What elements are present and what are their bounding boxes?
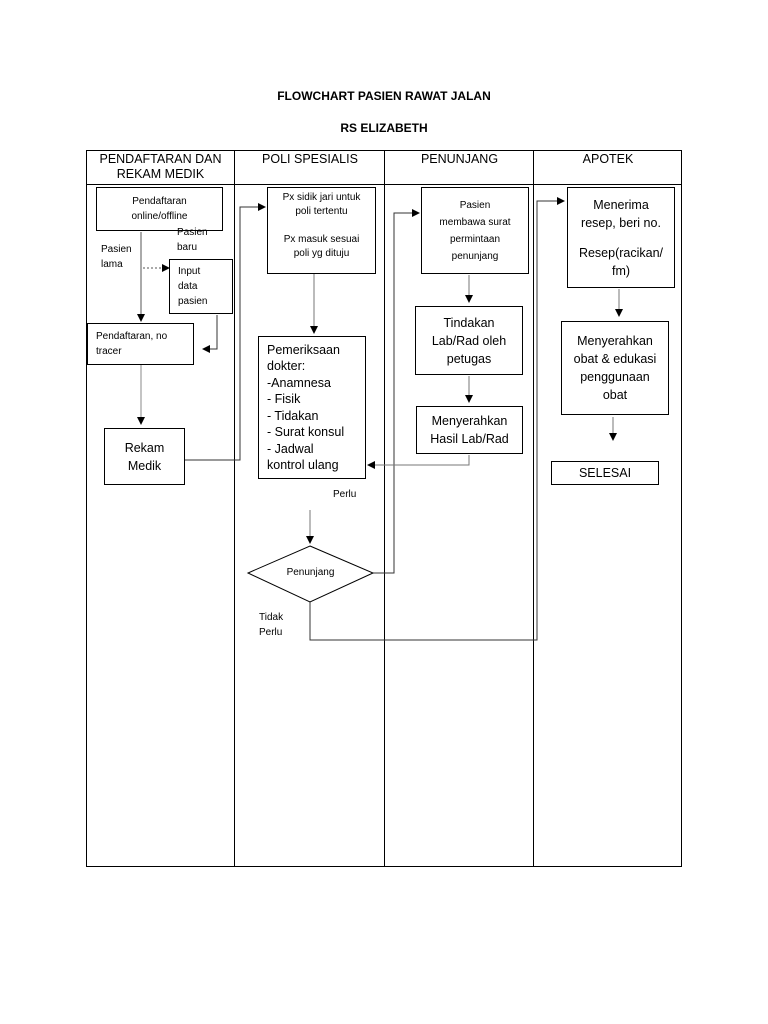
node-menerima-resep: Menerima resep, beri no. Resep(racikan/ …: [567, 187, 675, 288]
lane-header-line: POLI SPESIALIS: [262, 152, 358, 166]
lane-header-line: APOTEK: [582, 152, 634, 166]
label-text: Pasien: [177, 227, 208, 238]
lane-header-line: PENUNJANG: [420, 152, 499, 166]
node-text: tracer: [96, 346, 122, 357]
node-text: kontrol ulang: [267, 458, 339, 472]
arrow-tidak-perlu-to-apotek: [309, 197, 565, 641]
page-subtitle: RS ELIZABETH: [340, 121, 428, 135]
node-text: Menyerahkan: [577, 334, 653, 348]
node-text: permintaan: [449, 233, 501, 245]
node-menyerahkan-hasil: Menyerahkan Hasil Lab/Rad: [416, 406, 523, 454]
node-text: petugas: [446, 351, 492, 366]
node-text: Pemeriksaan: [267, 342, 340, 357]
node-text: Pendaftaran, no: [96, 331, 168, 342]
node-text: membawa surat: [439, 216, 511, 228]
node-text: Px sidik jari untuk: [282, 192, 361, 203]
arrow-decision-to-penunjang: [373, 209, 420, 574]
node-text: Pendaftaran: [132, 196, 187, 207]
lane-header-poli: POLI SPESIALIS: [235, 150, 385, 184]
node-text: Px masuk sesuai: [283, 234, 360, 245]
node-text: dokter:: [267, 359, 306, 373]
node-text: -Anamnesa: [267, 375, 331, 390]
node-selesai: SELESAI: [551, 461, 659, 485]
label-tidak-perlu: Tidak Perlu: [259, 610, 283, 640]
node-text: obat: [602, 388, 628, 402]
label-pasien-lama: Pasien lama: [101, 242, 132, 272]
decision-label-penunjang: Penunjang: [286, 567, 335, 578]
node-text: - Jadwal: [267, 441, 314, 456]
node-pasien-membawa: Pasien membawa surat permintaan penunjan…: [421, 187, 529, 274]
lane-header-apotek: APOTEK: [534, 150, 682, 184]
node-text: - Surat konsul: [267, 425, 345, 439]
lane-header-line: PENDAFTARAN DAN: [99, 152, 222, 166]
node-text: Lab/Rad oleh: [431, 333, 507, 348]
lane-header-pendaftaran: PENDAFTARAN DAN REKAM MEDIK: [86, 150, 235, 184]
lane-header-penunjang: PENUNJANG: [385, 150, 534, 184]
label-text: lama: [101, 259, 123, 270]
node-text: pasien: [178, 296, 208, 307]
node-text: resep, beri no.: [581, 215, 661, 230]
node-text: Input: [178, 266, 201, 277]
node-text: online/offline: [131, 211, 188, 222]
node-text: penggunaan: [580, 370, 650, 384]
node-text: Resep(racikan/: [578, 245, 664, 260]
node-text: - Tidakan: [267, 408, 319, 423]
label-pasien-baru: Pasien baru: [177, 225, 208, 255]
node-menyerahkan-obat: Menyerahkan obat & edukasi penggunaan ob…: [561, 321, 669, 415]
arrow-hasil-to-pemeriksaan: [367, 455, 470, 469]
node-pendaftaran: Pendaftaran online/offline: [96, 187, 223, 231]
lane-header-line: REKAM MEDIK: [116, 167, 205, 181]
node-text: poli yg dituju: [293, 248, 350, 259]
label-text: Tidak: [259, 612, 284, 623]
node-rekam-medik: Rekam Medik: [104, 428, 185, 485]
node-text: data: [178, 281, 198, 292]
node-text: penunjang: [451, 250, 499, 262]
node-text: Pasien: [459, 199, 491, 211]
node-text: Tindakan: [443, 315, 495, 330]
label-text: baru: [177, 242, 198, 253]
arrow-input-to-tracer: [202, 315, 218, 353]
node-text: Rekam: [124, 440, 165, 455]
node-pemeriksaan: Pemeriksaan dokter: -Anamnesa - Fisik - …: [258, 336, 366, 479]
label-text: Perlu: [259, 627, 283, 638]
node-text: fm): [611, 263, 631, 278]
node-input-data: Input data pasien: [169, 259, 233, 314]
node-pendaftaran-tracer: Pendaftaran, no tracer: [87, 323, 194, 365]
decision-diamond-penunjang: [246, 545, 375, 603]
label-perlu: Perlu: [333, 489, 357, 500]
label-text: Pasien: [101, 244, 132, 255]
node-text: Menyerahkan: [431, 414, 508, 428]
node-text: SELESAI: [578, 466, 632, 480]
node-text: - Fisik: [267, 392, 301, 406]
node-text: Hasil Lab/Rad: [430, 432, 509, 446]
node-text: Medik: [127, 458, 162, 473]
arrow-rekam-to-poli: [185, 203, 266, 461]
node-tindakan-lab: Tindakan Lab/Rad oleh petugas: [415, 306, 523, 375]
node-px-sidik: Px sidik jari untuk poli tertentu Px mas…: [267, 187, 376, 274]
node-text: obat & edukasi: [573, 352, 657, 366]
page-title: FLOWCHART PASIEN RAWAT JALAN: [277, 89, 491, 103]
node-text: Menerima: [593, 197, 649, 212]
node-text: poli tertentu: [295, 206, 348, 217]
